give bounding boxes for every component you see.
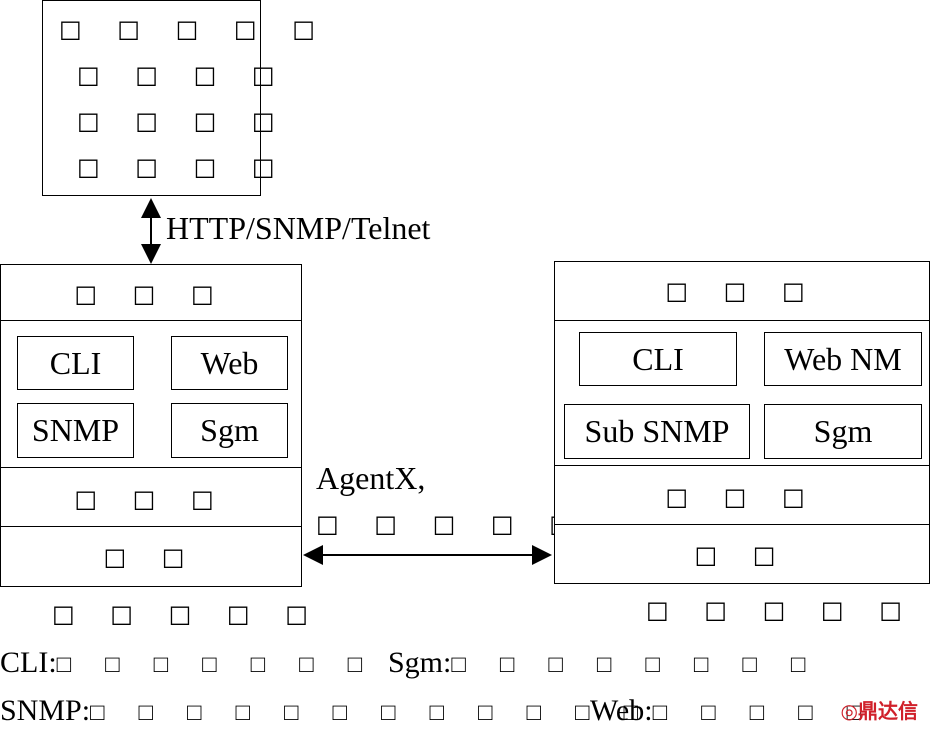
left-module-cli: CLI <box>17 336 134 390</box>
legend-web: Web:□ □ □ □ □ <box>590 694 875 728</box>
legend-snmp-term: SNMP: <box>0 694 91 727</box>
left-module-snmp: SNMP <box>17 403 134 458</box>
left-row-4: □ □ <box>103 543 199 571</box>
right-row-3: □ □ □ <box>665 482 819 511</box>
legend-web-def: □ □ □ □ □ <box>652 700 876 726</box>
legend-snmp: SNMP:□ □ □ □ □ □ □ □ □ □ □ □ <box>0 694 652 728</box>
left-module-sgm: Sgm <box>171 403 288 458</box>
right-row-4: □ □ <box>694 540 790 569</box>
right-module-web-nm: Web NM <box>764 332 922 386</box>
right-divider-2 <box>554 465 930 466</box>
right-divider-1 <box>554 320 930 321</box>
management-terminal-box: □ □ □ □ □ □ □ □ □ □ □ □ □ □ □ □ □ <box>42 0 315 196</box>
legend-snmp-def: □ □ □ □ □ □ □ □ □ □ □ □ <box>90 700 652 726</box>
terminal-line-3: □ □ □ □ <box>77 107 289 135</box>
left-header: □ □ □ <box>74 279 228 308</box>
left-divider-2 <box>0 467 302 468</box>
right-module-sgm: Sgm <box>764 404 922 459</box>
middle-link-label: AgentX, <box>316 460 426 496</box>
left-device: □ □ □ CLI Web SNMP Sgm □ □ □ □ □ <box>0 264 302 587</box>
left-row-3: □ □ □ <box>74 484 228 513</box>
left-divider-1 <box>0 320 302 321</box>
left-caption: □ □ □ □ □ <box>52 600 322 628</box>
legend-web-term: Web: <box>590 694 653 727</box>
right-divider-3 <box>554 524 930 525</box>
right-device: □ □ □ CLI Web NM Sub SNMP Sgm □ □ □ □ □ <box>554 261 930 584</box>
terminal-line-2: □ □ □ □ <box>77 61 289 89</box>
right-module-sub-snmp: Sub SNMP <box>564 404 750 459</box>
watermark-logo: ◎鼎达信 <box>840 699 918 723</box>
left-module-web: Web <box>171 336 288 390</box>
terminal-line-4: □ □ □ □ <box>77 153 289 181</box>
right-module-cli: CLI <box>579 332 737 386</box>
watermark-icon: ◎ <box>840 699 858 723</box>
terminal-line-1: □ □ □ □ □ <box>59 15 329 43</box>
left-divider-3 <box>0 526 302 527</box>
legend-sgm-def: □ □ □ □ □ □ □ □ <box>451 652 820 678</box>
legend-sgm: Sgm:□ □ □ □ □ □ □ □ <box>388 646 819 680</box>
legend-sgm-term: Sgm: <box>388 646 452 679</box>
legend-cli-term: CLI: <box>0 646 57 679</box>
right-header: □ □ □ <box>665 277 819 305</box>
right-caption: □ □ □ □ □ <box>646 596 916 624</box>
top-link-label: HTTP/SNMP/Telnet <box>166 210 431 246</box>
legend-cli: CLI:□ □ □ □ □ □ □ <box>0 646 376 680</box>
legend-cli-def: □ □ □ □ □ □ □ <box>56 652 377 678</box>
